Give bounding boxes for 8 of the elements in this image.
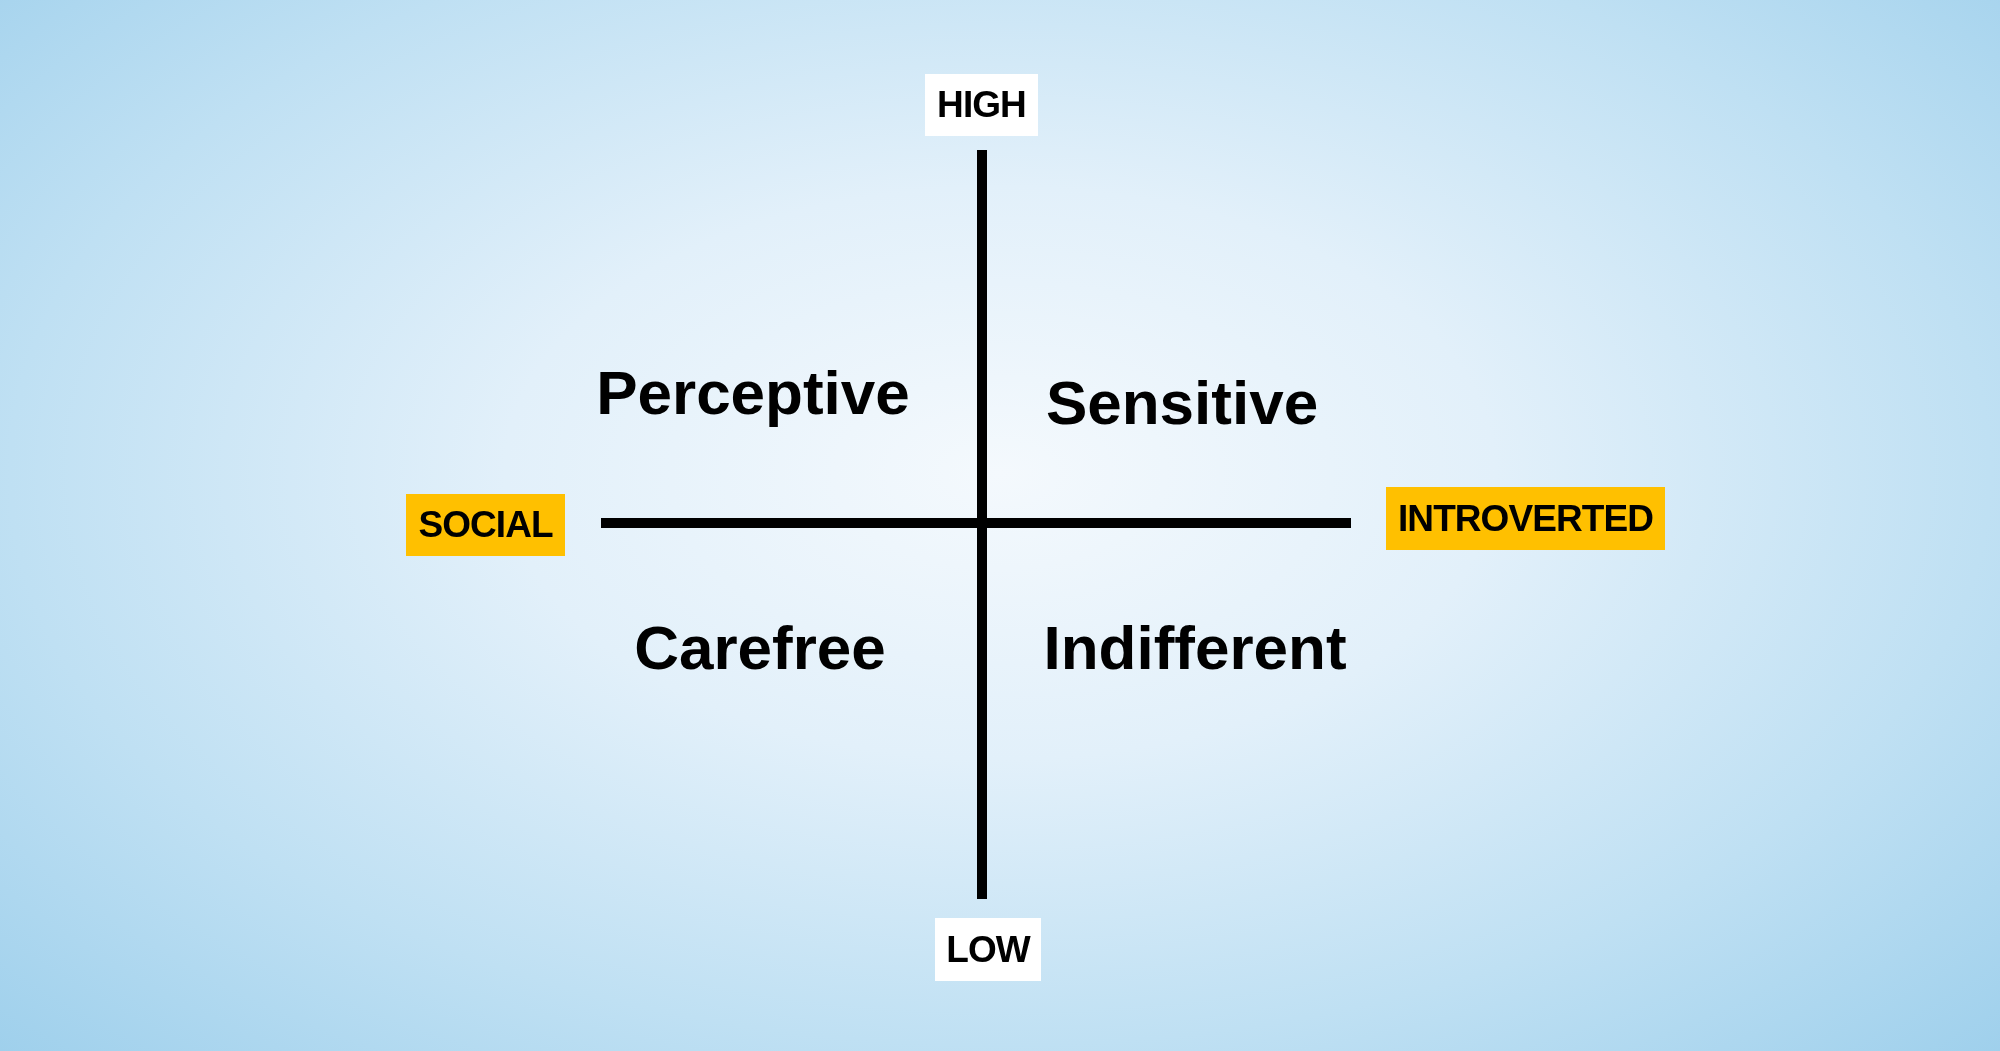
axis-label-box: INTROVERTED <box>1386 487 1665 550</box>
quadrant-label: Indifferent <box>1043 611 1347 684</box>
quadrant-label: Sensitive <box>1045 366 1319 439</box>
quadrant-label: Carefree <box>634 611 886 684</box>
axis-label-box: HIGH <box>925 74 1038 136</box>
axis-label-box: SOCIAL <box>406 494 565 556</box>
quadrant-label: Perceptive <box>596 356 910 429</box>
axis-label-box: LOW <box>935 918 1041 981</box>
